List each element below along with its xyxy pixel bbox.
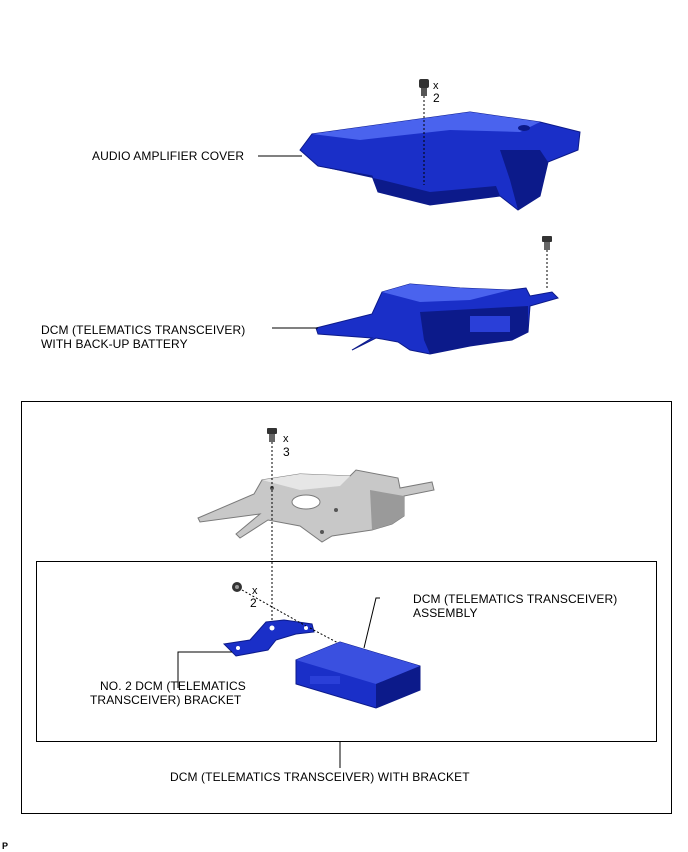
assembly-outer-frame xyxy=(21,401,672,814)
assembly-inner-frame xyxy=(36,561,657,742)
audio-amplifier-cover-part xyxy=(299,111,581,211)
dcm-battery-bolt xyxy=(542,236,552,288)
label-bracket-line1: NO. 2 DCM (TELEMATICS xyxy=(100,679,246,693)
dcm-assembly-part xyxy=(295,641,421,709)
label-dcm-battery-line1: DCM (TELEMATICS TRANSCEIVER) xyxy=(41,323,246,337)
qty-nut-n: 2 xyxy=(250,596,257,610)
qty-cover-n: 2 xyxy=(433,91,440,105)
qty-bolt-x: x xyxy=(283,433,289,445)
label-dcm-assembly-line2: ASSEMBLY xyxy=(413,606,478,620)
corner-code: P xyxy=(2,841,9,851)
leader-dcm-assembly xyxy=(363,597,380,649)
label-dcm-assembly-line1: DCM (TELEMATICS TRANSCEIVER) xyxy=(413,592,618,606)
leader-no2-bracket xyxy=(177,651,232,688)
mounting-bracket-part xyxy=(197,469,435,543)
label-dcm-with-bracket: DCM (TELEMATICS TRANSCEIVER) WITH BRACKE… xyxy=(170,770,470,784)
qty-nut-x: x xyxy=(252,585,258,597)
label-dcm-battery-line2: WITH BACK-UP BATTERY xyxy=(41,337,188,351)
no2-dcm-bracket-part xyxy=(222,619,315,657)
label-audio-amplifier-cover: AUDIO AMPLIFIER COVER xyxy=(92,149,245,163)
qty-cover-x: x xyxy=(433,80,439,92)
cover-clip-fastener xyxy=(419,79,429,185)
bracket-nut xyxy=(232,582,341,645)
label-bracket-line2: TRANSCEIVER) BRACKET xyxy=(90,693,242,707)
bracket-mounting-bolt xyxy=(267,428,277,630)
dcm-with-backup-battery-part xyxy=(315,283,559,355)
qty-bolt-n: 3 xyxy=(283,445,290,459)
